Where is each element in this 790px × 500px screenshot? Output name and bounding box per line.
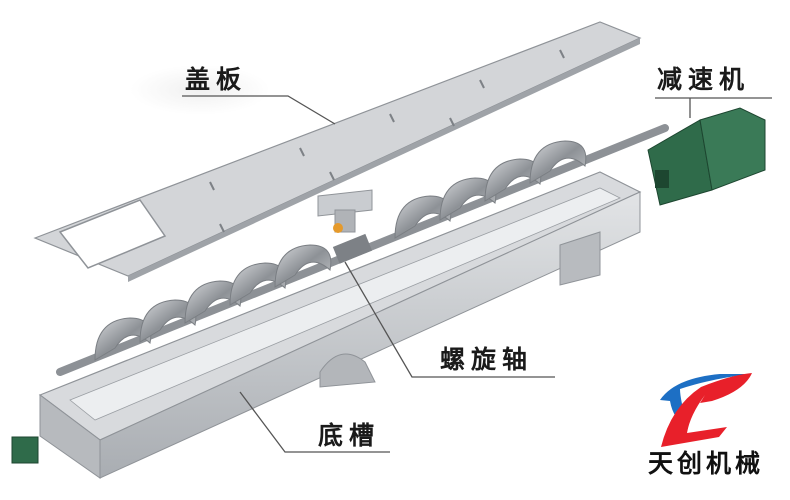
leader-screw-shaft <box>344 261 555 378</box>
leader-lines <box>182 95 772 453</box>
leader-trough <box>239 391 390 453</box>
brand-name: 天创机械 <box>648 449 764 478</box>
screw-shaft <box>56 124 669 376</box>
leader-cover-plate <box>182 95 336 125</box>
label-screw-shaft: 螺旋轴 <box>440 345 533 374</box>
background-glow <box>130 65 270 115</box>
shaft-coupling <box>332 233 373 264</box>
cover-plate <box>33 21 642 282</box>
gear-reducer-motor <box>647 107 766 206</box>
bearing-icon <box>333 223 343 233</box>
brand-logo: 天创机械 <box>648 373 764 478</box>
logo-red-stroke <box>661 373 752 447</box>
label-trough: 底槽 <box>318 421 380 450</box>
trough-support-leg <box>319 353 376 388</box>
end-bearing <box>11 436 39 464</box>
bottom-trough <box>11 171 642 479</box>
label-reducer: 减速机 <box>657 65 750 94</box>
hanger-bracket <box>317 189 373 233</box>
cover-inlet-opening <box>58 199 167 269</box>
label-cover-plate: 盖板 <box>185 65 247 94</box>
